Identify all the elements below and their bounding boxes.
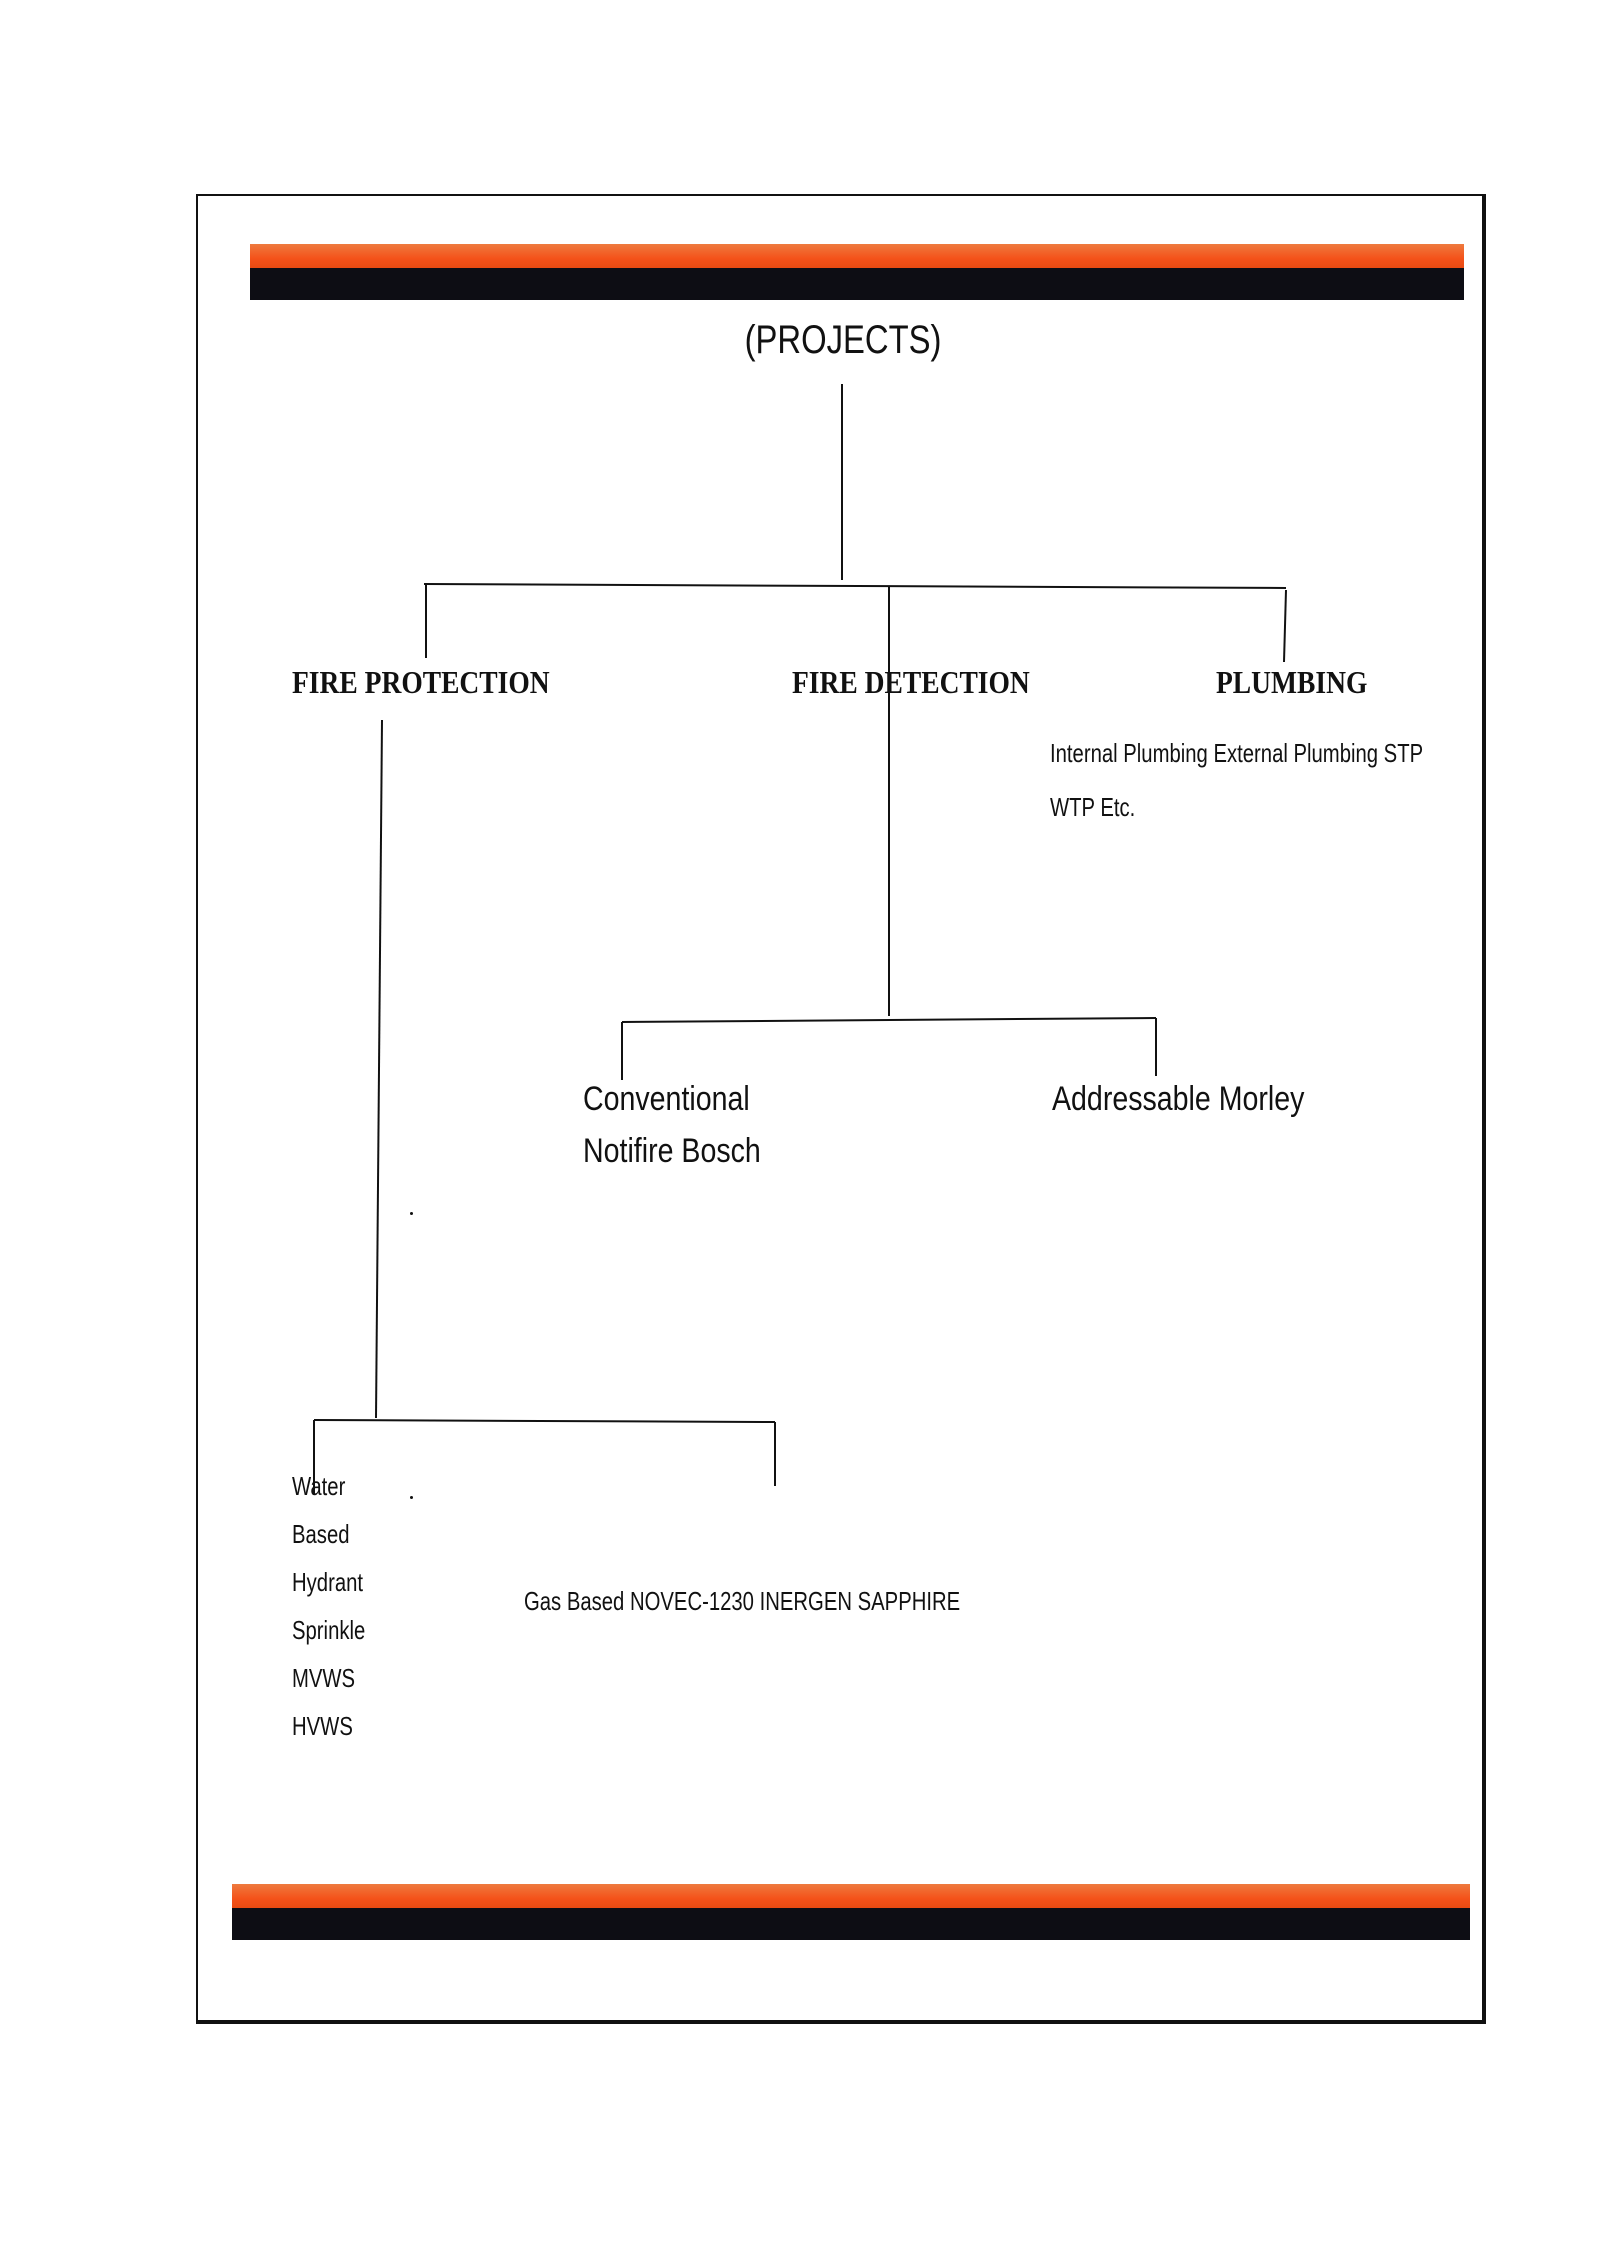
- top-band-orange: [250, 244, 1464, 268]
- bottom-decorative-band: [232, 1884, 1470, 1940]
- protection-sub-bar: [313, 1419, 776, 1423]
- water-based-list: Water Based Hydrant Sprinkle MVWS HVWS: [292, 1462, 365, 1750]
- top-decorative-band: [250, 244, 1464, 300]
- plumbing-heading: PLUMBING: [1216, 664, 1368, 700]
- conventional-line-1: Conventional: [583, 1080, 750, 1118]
- water-based-item: Sprinkle: [292, 1615, 366, 1645]
- plumbing-items-line-1: Internal Plumbing External Plumbing STP: [1050, 738, 1424, 768]
- water-based-item: MVWS: [292, 1663, 356, 1693]
- water-based-item: HVWS: [292, 1711, 353, 1741]
- water-based-item: Based: [292, 1519, 350, 1549]
- gas-based-item: Gas Based NOVEC-1230 INERGEN SAPPHIRE: [524, 1586, 961, 1616]
- bottom-band-orange: [232, 1884, 1470, 1908]
- stray-dot: [410, 1496, 413, 1499]
- plumbing-items-line-2: WTP Etc.: [1050, 792, 1136, 822]
- water-based-item: Water: [292, 1471, 346, 1501]
- page-title: (PROJECTS): [744, 318, 942, 362]
- conventional-line-2: Notifire Bosch: [583, 1132, 761, 1170]
- protection-stem: [375, 719, 383, 1419]
- water-based-item: Hydrant: [292, 1567, 364, 1597]
- plumbing-drop: [1283, 589, 1287, 663]
- stray-dot: [410, 1212, 413, 1215]
- bottom-band-black: [232, 1908, 1470, 1940]
- page-frame: [196, 194, 1486, 2024]
- top-band-black: [250, 268, 1464, 300]
- fire-protection-heading: FIRE PROTECTION: [292, 664, 550, 700]
- main-branch-bar: [423, 583, 1287, 589]
- addressable-item: Addressable Morley: [1052, 1080, 1305, 1118]
- fire-detection-heading: FIRE DETECTION: [792, 664, 1030, 700]
- detection-sub-bar: [621, 1017, 1157, 1023]
